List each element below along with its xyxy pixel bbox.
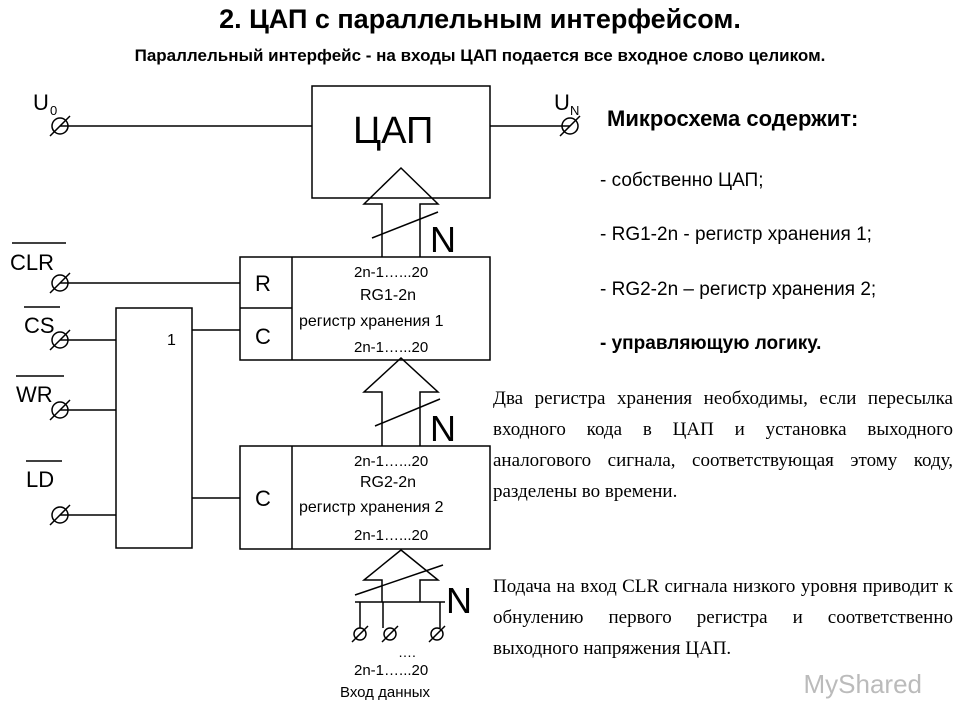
input-label: Вход данных [340,684,431,701]
reg2-desc: регистр хранения 2 [299,499,444,516]
dac-label: ЦАП [353,110,433,152]
reg1-bottom-bits: 2n-1…...20 [354,339,428,356]
wr-label: WR [16,382,53,407]
watermark-text: MyShared [803,669,923,699]
reg2-bottom-bits: 2n-1…...20 [354,527,428,544]
chip-item-1: - собственно ЦАП; [600,170,764,191]
chip-item-4: - управляющую логику. [600,333,822,354]
input-dots: …. [398,644,416,660]
ld-label: LD [26,467,54,492]
cs-label: CS [24,313,55,338]
paragraph-registers: Два регистра хранения необходимы, если п… [493,388,953,502]
chip-item-3: - RG2-2n – регистр хранения 2; [600,279,877,300]
clr-label: CLR [10,250,54,275]
chip-contents-title: Микросхема содержит: [607,106,859,131]
control-logic-box [115,307,193,549]
reg1-c-label: C [255,324,271,349]
reg1-name: RG1-2n [360,287,416,304]
chip-item-2: - RG1-2n - регистр хранения 1; [600,224,872,245]
un-subscript: N [570,103,579,118]
reg2-name: RG2-2n [360,474,416,491]
bus-n-label-3: N [446,580,472,621]
bus-n-label-1: N [430,219,456,260]
reg1-desc: регистр хранения 1 [299,313,444,330]
bus-n-label-2: N [430,408,456,449]
un-label: U [554,90,570,115]
u0-label: U [33,90,49,115]
reg2-top-bits: 2n-1…...20 [354,453,428,470]
logic-one-label: 1 [167,332,176,349]
reg1-top-bits: 2n-1…...20 [354,264,428,281]
dac-box [311,85,491,199]
input-bits: 2n-1…...20 [354,662,428,679]
slide-title: 2. ЦАП с параллельным интерфейсом. [219,4,741,34]
reg1-r-label: R [255,271,271,296]
u0-subscript: 0 [50,103,57,118]
reg2-c-label: C [255,486,271,511]
slide-subtitle: Параллельный интерфейс - на входы ЦАП по… [134,46,826,65]
paragraph-clr: Подача на вход CLR сигнала низкого уровн… [493,576,953,659]
